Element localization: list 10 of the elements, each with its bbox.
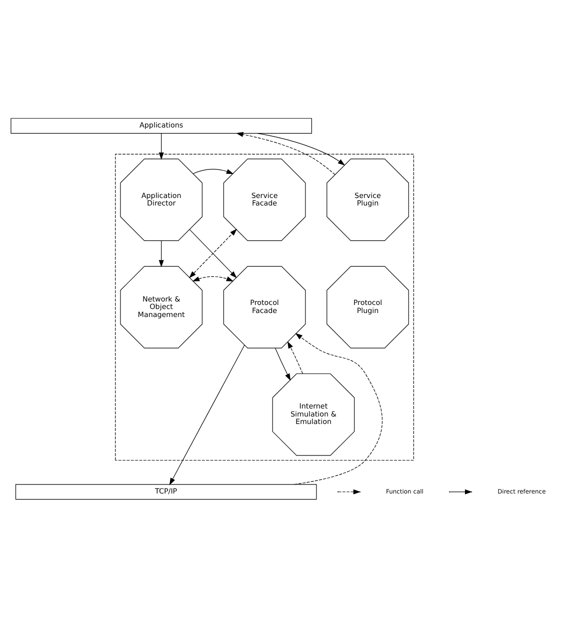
arrow: [294, 332, 382, 484]
arrow: [236, 132, 336, 174]
arrow: [192, 168, 234, 174]
arrow: [169, 344, 245, 485]
arrow: [192, 276, 234, 281]
arrow: [274, 347, 291, 380]
arrow: [158, 240, 164, 267]
arrow: [158, 132, 164, 160]
arrow: [287, 340, 303, 374]
arrow: [257, 132, 346, 166]
